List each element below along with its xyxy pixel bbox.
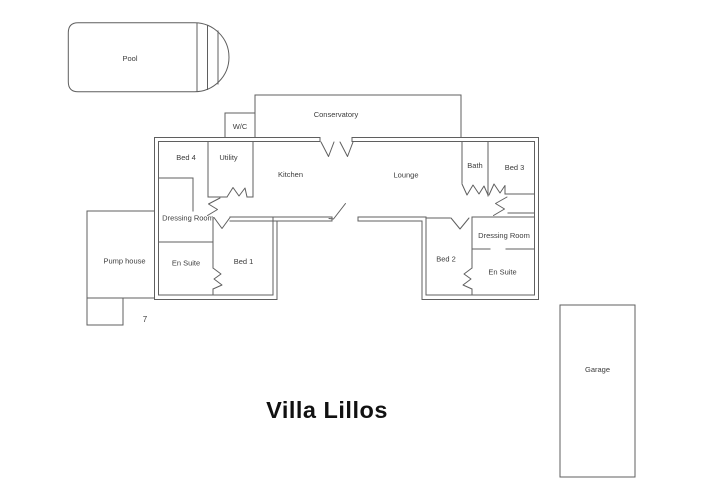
ensuite-left-label: En Suite [172,259,200,268]
utility-walls [207,141,254,198]
left-wall [154,137,159,300]
courtyard-door [328,203,346,220]
bed2-ensuite-door [462,267,473,290]
right-wing-interior-walls [425,141,535,296]
pump-house-label: Pump house [103,257,145,266]
room-labels: Pool Conservatory W/C Bed 4 Utility Kitc… [103,54,610,374]
bath-walls [461,141,489,197]
wc-label: W/C [233,122,248,131]
courtyard-top-wall [229,216,427,222]
bed4-label: Bed 4 [176,153,196,162]
dressing-left-label: Dressing Room [162,214,214,223]
utility-door [226,187,248,198]
courtyard-right-wall [421,216,427,300]
wall-opening-end-caps [319,137,359,222]
bed3-label: Bed 3 [505,163,525,172]
bed2-label: Bed 2 [436,255,456,264]
bed2-walls [425,216,473,296]
bed1-door [213,217,231,229]
right-wall [534,137,539,300]
hall-walls [472,212,535,218]
left-wing-interior-walls [158,141,254,296]
right-wing-bottom-wall [421,294,539,300]
ensuite-left-door [212,267,223,290]
courtyard-left-wall [272,216,278,300]
garage-outline [559,304,636,478]
bath-door [461,183,489,196]
pool [67,22,230,93]
bed1-label: Bed 1 [234,257,254,266]
pump-house-outline [86,210,155,299]
bath-label: Bath [467,161,482,170]
outer-walls [154,137,539,300]
ensuite-right-label: En Suite [488,268,516,277]
lounge-label: Lounge [393,171,418,180]
bed4-walls [158,177,194,212]
door-symbols [207,141,508,290]
wc-outline [224,112,256,138]
ensuite-left-walls [158,241,214,296]
kitchen-label: Kitchen [278,170,303,179]
bed2-door [450,217,470,230]
pool-label: Pool [122,54,137,63]
garage-label: Garage [585,365,610,374]
page-title: Villa Lillos [266,397,388,423]
pump-house [86,210,155,326]
dressing-right-label: Dressing Room [478,231,530,240]
small-box-outline [86,297,124,326]
pool-steps [196,23,219,92]
conservatory-label: Conservatory [314,110,359,119]
pool-outline [67,22,230,93]
bed3-door [488,183,506,196]
stray-mark: 7 [143,315,148,324]
hall-door-left [207,197,221,216]
utility-label: Utility [219,153,238,162]
dressing-right-door [493,196,508,216]
left-wing-bottom-wall [154,294,278,300]
conservatory-french-doors [320,141,354,157]
